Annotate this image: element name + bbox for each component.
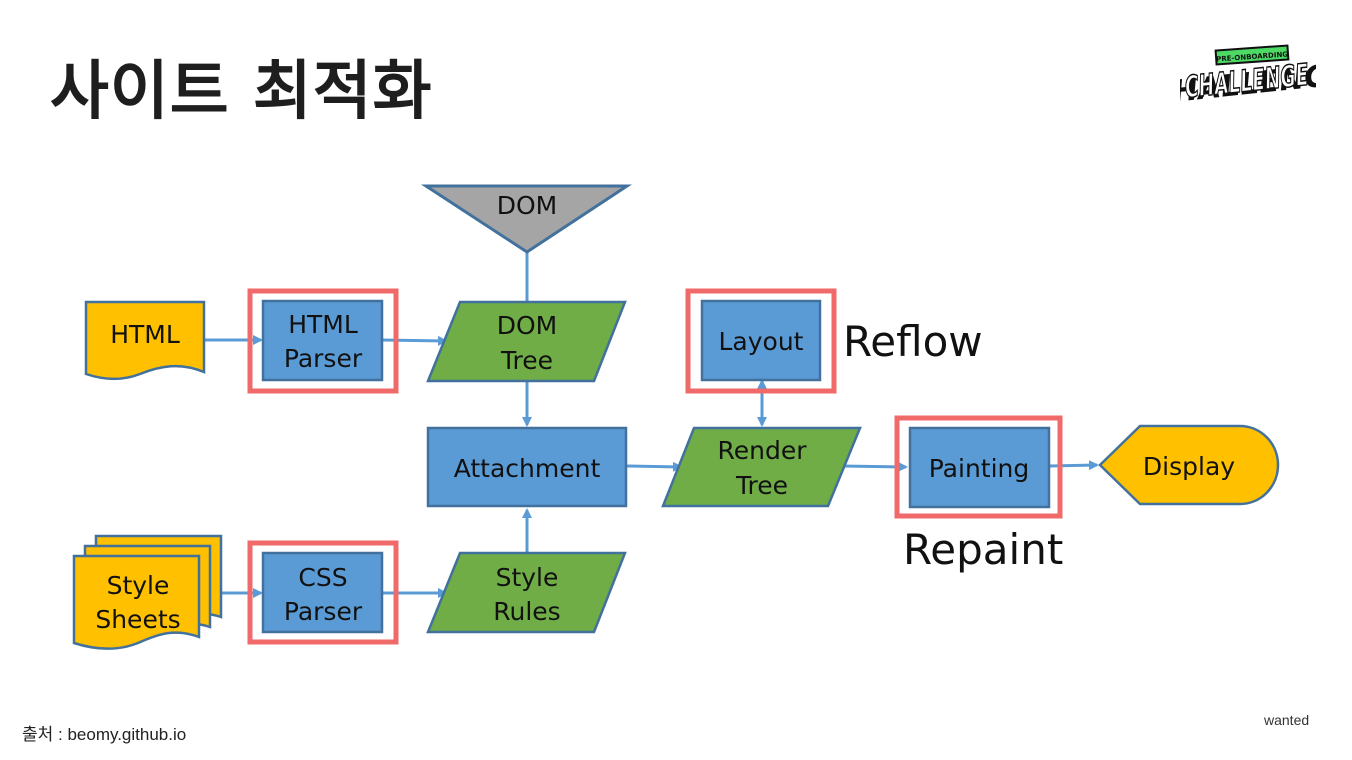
html-document-shape	[84, 300, 206, 381]
html-parser-highlight	[247, 288, 399, 394]
style-rules-label-line2: Rules	[493, 597, 560, 626]
display-shape	[1098, 424, 1280, 506]
html-parser-box	[261, 299, 384, 382]
dom-tree-shape	[426, 300, 627, 383]
style-rules-shape	[426, 551, 627, 634]
arrow-attachment-to-rendertree	[626, 461, 683, 472]
css-parser-highlight	[247, 540, 399, 645]
painting-box	[908, 426, 1051, 509]
render-tree-label-line1: Render	[717, 436, 807, 465]
html-label: HTML	[110, 320, 180, 349]
attachment-box	[426, 426, 628, 508]
style-sheets-label-line2: Sheets	[95, 605, 180, 634]
painting-highlight	[894, 415, 1063, 519]
reflow-annotation: Reflow	[843, 317, 983, 366]
html-parser-label-line2: Parser	[284, 344, 363, 373]
html-parser-label-line1: HTML	[288, 310, 358, 339]
layout-highlight	[685, 288, 837, 394]
display-label: Display	[1143, 452, 1235, 481]
style-sheets-label-line1: Style	[107, 571, 170, 600]
layout-box	[700, 299, 822, 382]
source-credit: 출처 : beomy.github.io	[22, 725, 187, 744]
dom-triangle	[420, 184, 632, 254]
arrow-htmlparser-to-domtree	[381, 335, 448, 346]
brand-wordmark: wanted	[1264, 712, 1310, 728]
css-parser-label-line2: Parser	[284, 597, 363, 626]
css-parser-label-line1: CSS	[298, 563, 347, 592]
repaint-annotation: Repaint	[903, 525, 1063, 574]
style-sheets-shape	[72, 534, 223, 650]
page-title: 사이트 최적화	[50, 55, 433, 129]
layout-label: Layout	[719, 327, 804, 356]
render-tree-shape	[661, 426, 862, 508]
arrow-painting-to-display	[1048, 460, 1099, 471]
challenge-logo: PRE-ONBOARDING CHALLENGE CHALLENGE	[1180, 44, 1316, 104]
dom-label: DOM	[497, 191, 558, 220]
dom-tree-label-line2: Tree	[500, 346, 553, 375]
style-rules-label-line1: Style	[496, 563, 559, 592]
painting-label: Painting	[929, 454, 1030, 483]
attachment-label: Attachment	[454, 454, 601, 483]
dom-tree-label-line1: DOM	[497, 311, 558, 340]
render-tree-label-line2: Tree	[735, 471, 788, 500]
css-parser-box	[261, 551, 384, 634]
